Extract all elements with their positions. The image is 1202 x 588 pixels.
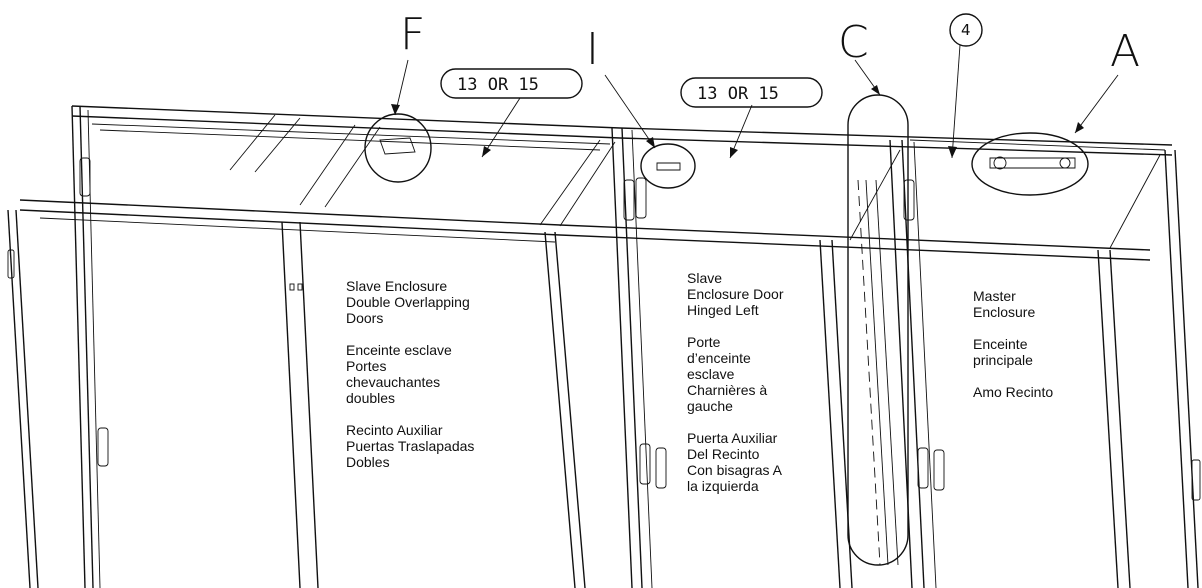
- part-tag-left-text: 13 OR 15: [457, 75, 539, 95]
- fr-line: Enceinte: [973, 336, 1028, 352]
- es-line: Del Recinto: [687, 446, 760, 462]
- callout-f: F: [400, 9, 425, 60]
- es-line: la izquierda: [687, 478, 759, 494]
- item-number-balloon: [949, 13, 983, 47]
- detail-circles: [364, 94, 1089, 566]
- fr-line: Porte: [687, 334, 721, 350]
- en-line: Doors: [346, 310, 384, 326]
- es-line: Puerta Auxiliar: [687, 430, 778, 446]
- es-line: Con bisagras A: [687, 462, 782, 478]
- es-line: Recinto Auxiliar: [346, 422, 443, 438]
- slave-hinged-label: Slave Enclosure Door Hinged Left Porte d…: [687, 270, 784, 494]
- fr-line: principale: [973, 352, 1033, 368]
- fr-line: Enceinte esclave: [346, 342, 452, 358]
- en-line: Hinged Left: [687, 302, 759, 318]
- es-line: Puertas Traslapadas: [346, 438, 475, 454]
- en-line: Slave: [687, 270, 723, 286]
- top-frame: [19, 105, 1173, 261]
- detail-circle-a: [971, 132, 1089, 196]
- fr-line: gauche: [687, 398, 733, 414]
- master-label: Master Enclosure Enceinte principale Amo…: [973, 288, 1053, 400]
- part-tag-left: [440, 68, 583, 99]
- callout-a: A: [1110, 26, 1140, 77]
- detail-circle-i: [640, 143, 696, 189]
- en-line: Double Overlapping: [346, 294, 470, 310]
- fr-line: chevauchantes: [346, 374, 441, 390]
- fr-line: Portes: [346, 358, 387, 374]
- hinges: [7, 157, 1201, 501]
- callout-c: C: [838, 17, 869, 68]
- leaders: [391, 44, 1119, 159]
- fr-line: Charnières à: [687, 382, 768, 398]
- en-line: Enclosure: [973, 304, 1036, 320]
- item-number-4: 4: [961, 21, 971, 39]
- en-line: Slave Enclosure: [346, 278, 448, 294]
- detail-oval-c: [847, 94, 909, 566]
- fr-line: d’enceinte: [687, 350, 751, 366]
- fr-line: esclave: [687, 366, 735, 382]
- part-tag-right-text: 13 OR 15: [697, 84, 779, 104]
- en-line: Enclosure Door: [687, 286, 784, 302]
- fr-line: doubles: [346, 390, 396, 406]
- es-line: Amo Recinto: [973, 384, 1054, 400]
- posts: [7, 105, 1199, 588]
- door-outline: [857, 179, 899, 566]
- part-tag-right: [680, 77, 823, 108]
- callout-i: I: [586, 24, 599, 75]
- slave-double-label: Slave Enclosure Double Overlapping Doors…: [346, 278, 474, 470]
- en-line: Master: [973, 288, 1016, 304]
- es-line: Dobles: [346, 454, 390, 470]
- detail-circle-f: [364, 113, 432, 183]
